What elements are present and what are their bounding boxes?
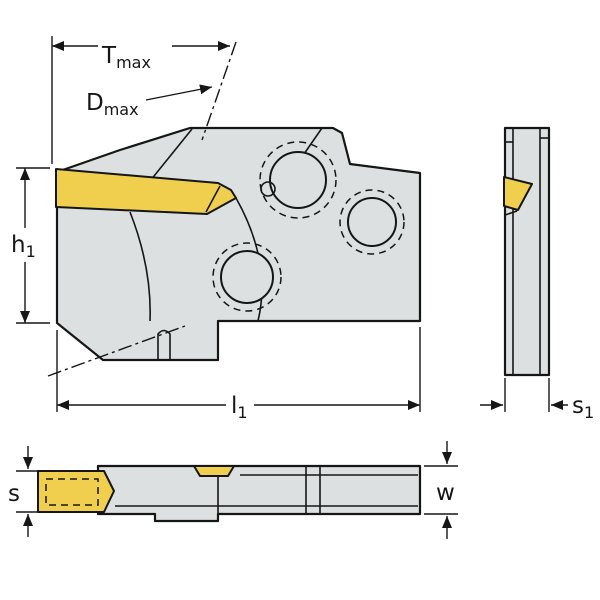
hole-2	[347, 197, 397, 247]
dim-label-l1: l1	[231, 393, 248, 422]
mounting-holes	[212, 141, 405, 312]
dim-label-s1: s1	[572, 393, 594, 422]
dim-w: w	[424, 441, 458, 539]
dim-s: s	[8, 446, 46, 537]
dim-label-tmax: Tmax	[101, 43, 151, 72]
hole-3-counterbore-dashed	[212, 242, 282, 312]
pocket-edge-line	[149, 128, 193, 182]
hole-1	[269, 151, 327, 209]
dimensions: Tmax Dmax h1 l1	[8, 36, 594, 539]
clamp-slot-line	[303, 127, 323, 155]
side-body-outline	[503, 126, 551, 377]
bottom-body-outline	[96, 464, 422, 523]
dim-label-dmax: Dmax	[86, 90, 139, 119]
screw-hole-small	[260, 181, 276, 197]
cutting-insert-bottom	[37, 470, 115, 513]
dim-s1: s1	[480, 378, 594, 422]
insert-hidden-contour-dashed	[45, 478, 99, 506]
dim-tmax: Tmax	[51, 36, 230, 164]
hole-3	[220, 250, 274, 304]
dim-label-h1: h1	[11, 232, 36, 261]
centerline-top	[201, 41, 237, 141]
hole-1-counterbore-dashed	[259, 141, 337, 219]
bottom-detail-lines	[115, 466, 418, 514]
dim-h1: h1	[11, 167, 50, 324]
dim-l1: l1	[56, 327, 421, 422]
insert-facet-line	[205, 185, 221, 213]
bottom-view	[37, 464, 422, 523]
side-view	[503, 126, 551, 377]
boss-slot	[157, 329, 171, 360]
cutting-insert-side	[503, 176, 533, 211]
hole-2-counterbore-dashed	[339, 189, 405, 255]
dim-dmax: Dmax	[86, 84, 213, 119]
dmax-leader-arrow	[145, 84, 213, 101]
dim-label-w: w	[436, 480, 455, 506]
front-view	[47, 41, 422, 377]
side-detail-lines	[504, 128, 549, 375]
dim-label-s: s	[8, 481, 20, 507]
side-insert-seat-line	[504, 210, 518, 216]
cutting-insert-front	[55, 168, 237, 215]
insert-pocket-top-strip	[193, 465, 235, 477]
pocket-curve-left	[129, 211, 151, 322]
